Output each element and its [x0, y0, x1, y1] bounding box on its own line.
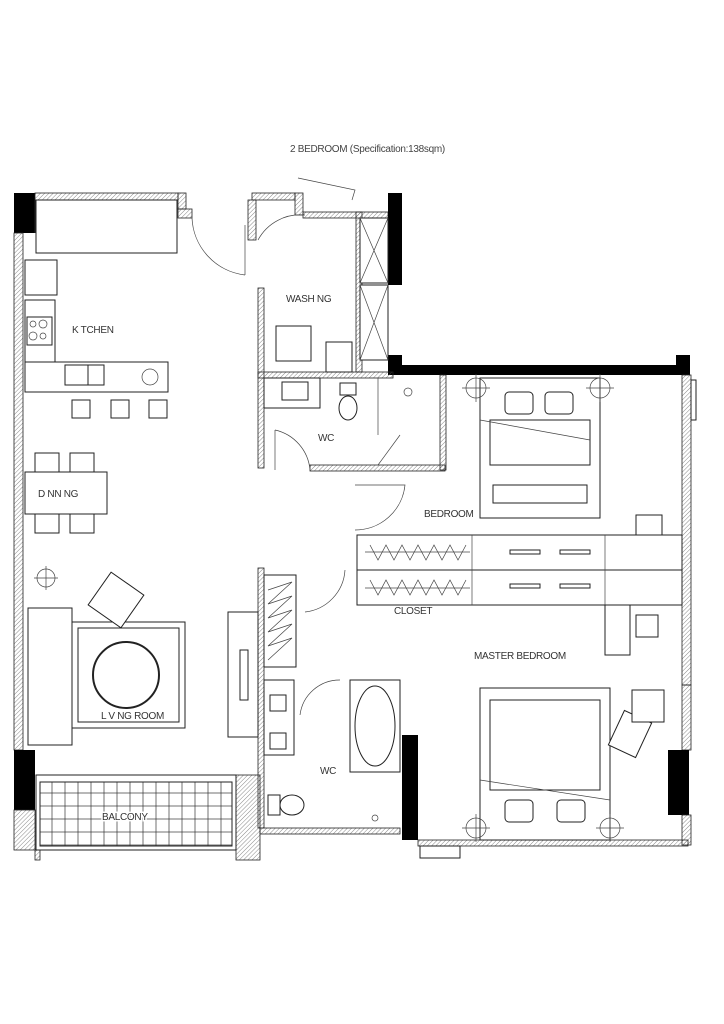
room-label-kitchen: K TCHEN: [72, 325, 114, 336]
closet-units: [356, 534, 683, 656]
doors: [191, 177, 406, 716]
wc-upper-fixtures: [263, 377, 358, 421]
washing-fixtures: [275, 217, 389, 373]
master-bedroom-furniture: [462, 687, 665, 842]
room-label-bedroom: BEDROOM: [424, 509, 474, 520]
room-label-closet: CLOSET: [394, 606, 432, 617]
room-label-living-room: L V NG ROOM: [101, 711, 164, 722]
dining-furniture: [24, 452, 108, 534]
balcony: [35, 774, 237, 851]
room-label-wc-upper: WC: [318, 433, 334, 444]
room-label-master-bedroom: MASTER BEDROOM: [474, 651, 566, 662]
room-label-washing: WASH NG: [286, 294, 332, 305]
wc-lower-fixtures: [263, 679, 401, 822]
kitchen-fixtures: [24, 259, 169, 419]
wardrobe: [263, 574, 297, 668]
plan-title: 2 BEDROOM (Specification:138sqm): [290, 144, 445, 155]
living-furniture: [27, 566, 259, 746]
room-label-balcony: BALCONY: [102, 812, 148, 823]
bedroom-furniture: [403, 374, 663, 536]
room-label-wc-lower: WC: [320, 766, 336, 777]
room-label-dining: D NN NG: [38, 489, 79, 500]
